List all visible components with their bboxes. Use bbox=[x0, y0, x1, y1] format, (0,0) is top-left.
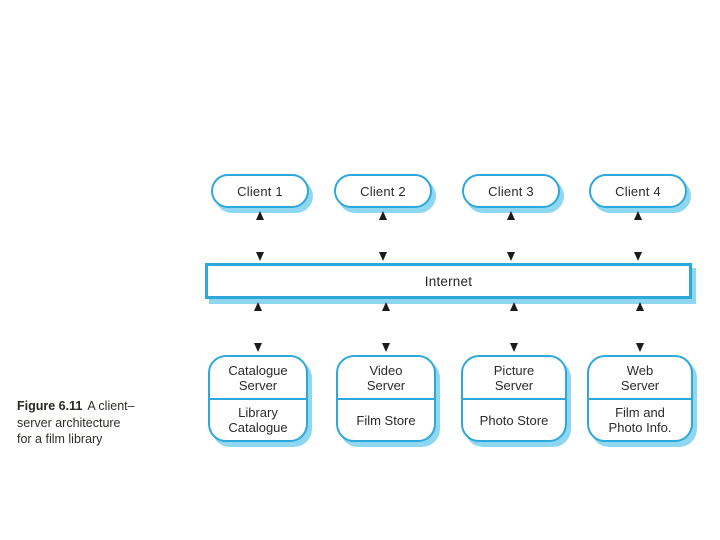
server-name-line: Video bbox=[369, 362, 403, 378]
arrow-up-icon bbox=[382, 302, 390, 311]
server-store: Film and Photo Info. bbox=[589, 400, 691, 440]
arrow-up-icon bbox=[634, 211, 642, 220]
client-1-node: Client 1 bbox=[211, 174, 309, 208]
caption-line-1: Figure 6.11 A client– bbox=[17, 398, 167, 415]
server-video-node: Video Server Film Store bbox=[336, 355, 436, 442]
server-name-line: Picture bbox=[493, 362, 535, 378]
client-3-label: Client 3 bbox=[488, 183, 534, 199]
server-store: Film Store bbox=[338, 400, 434, 440]
figure-caption: Figure 6.11 A client– server architecture… bbox=[17, 398, 167, 448]
arrow-up-icon bbox=[254, 302, 262, 311]
client-3-node: Client 3 bbox=[462, 174, 560, 208]
caption-line-2: server architecture bbox=[17, 415, 121, 430]
server-name-line: Web bbox=[626, 362, 654, 378]
client-4-node: Client 4 bbox=[589, 174, 687, 208]
server-name-line: Server bbox=[494, 377, 534, 393]
arrow-down-icon bbox=[254, 343, 262, 352]
internet-node: Internet bbox=[205, 263, 692, 299]
arrow-up-icon bbox=[379, 211, 387, 220]
server-name: Catalogue Server bbox=[210, 357, 306, 400]
server-name: Video Server bbox=[338, 357, 434, 400]
arrow-down-icon bbox=[634, 252, 642, 261]
caption-line-3: for a film library bbox=[17, 432, 103, 446]
server-web-node: Web Server Film and Photo Info. bbox=[587, 355, 693, 442]
client-2-node: Client 2 bbox=[334, 174, 432, 208]
server-store-line: Photo Store bbox=[479, 412, 549, 428]
server-name-line: Server bbox=[366, 377, 406, 393]
server-picture-node: Picture Server Photo Store bbox=[461, 355, 567, 442]
arrow-down-icon bbox=[382, 343, 390, 352]
arrow-up-icon bbox=[256, 211, 264, 220]
caption-title-part: A client– bbox=[87, 399, 135, 413]
arrow-down-icon bbox=[507, 252, 515, 261]
arrow-down-icon bbox=[379, 252, 387, 261]
server-name-line: Server bbox=[620, 377, 660, 393]
server-name: Web Server bbox=[589, 357, 691, 400]
server-catalogue-node: Catalogue Server Library Catalogue bbox=[208, 355, 308, 442]
client-4-label: Client 4 bbox=[615, 183, 661, 199]
figure-number: Figure 6.11 bbox=[17, 399, 83, 413]
server-store-line: Catalogue bbox=[228, 420, 288, 435]
arrow-down-icon bbox=[256, 252, 264, 261]
server-store: Library Catalogue bbox=[210, 400, 306, 440]
arrow-down-icon bbox=[510, 343, 518, 352]
arrow-up-icon bbox=[507, 211, 515, 220]
internet-label: Internet bbox=[424, 273, 473, 289]
arrow-up-icon bbox=[636, 302, 644, 311]
server-store-line: Photo Info. bbox=[608, 420, 672, 435]
server-store-line: Library bbox=[238, 405, 278, 420]
server-name: Picture Server bbox=[463, 357, 565, 400]
arrow-down-icon bbox=[636, 343, 644, 352]
arrow-up-icon bbox=[510, 302, 518, 311]
client-2-label: Client 2 bbox=[360, 183, 406, 199]
server-name-line: Server bbox=[238, 377, 278, 393]
server-store-line: Film and bbox=[615, 405, 665, 420]
client-1-label: Client 1 bbox=[237, 183, 283, 199]
server-name-line: Catalogue bbox=[228, 362, 288, 378]
server-store: Photo Store bbox=[463, 400, 565, 440]
server-store-line: Film Store bbox=[356, 412, 416, 428]
